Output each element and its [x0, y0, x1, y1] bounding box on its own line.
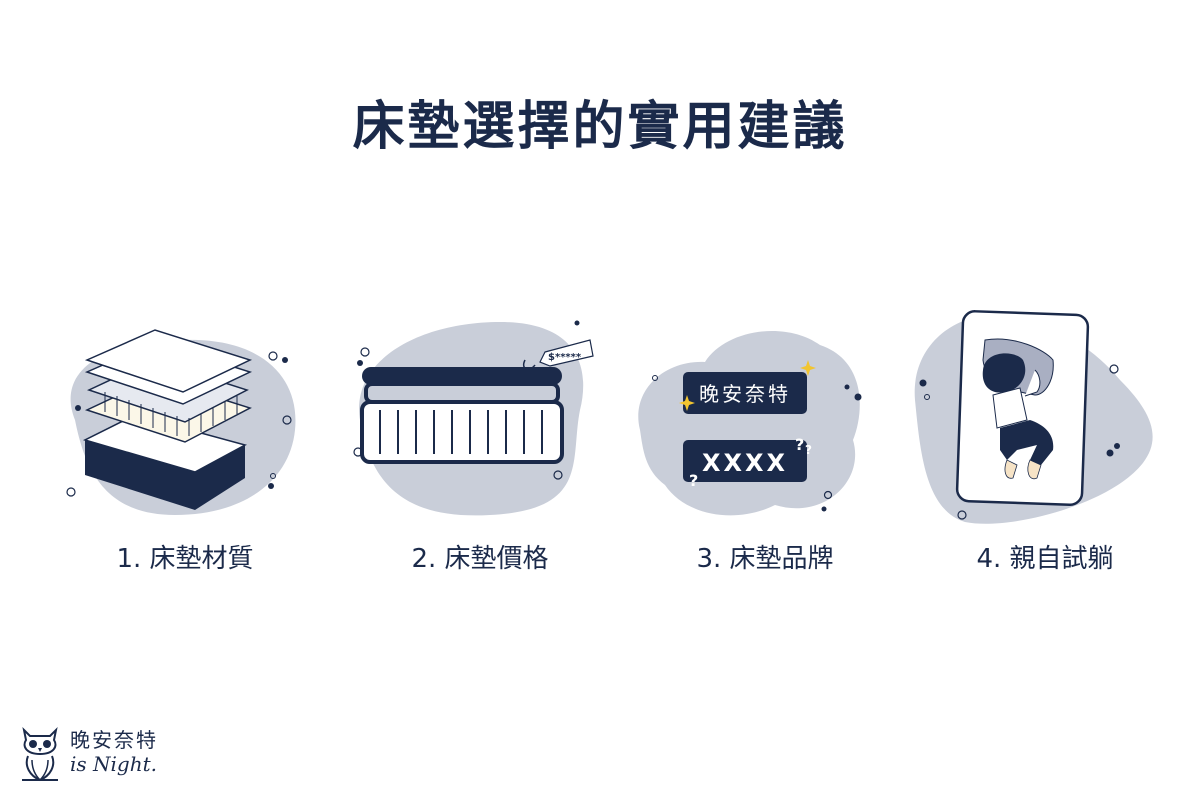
layered-mattress-icon: [66, 329, 296, 515]
svg-text:?: ?: [795, 435, 804, 454]
tip-card-price: $***** 2. 床墊價格: [340, 300, 620, 600]
tip-label-brand: 3. 床墊品牌: [696, 544, 834, 574]
tip-card-trial: 4. 親自試躺: [905, 300, 1185, 600]
brand-badges-icon: 晚安奈特 XXXX ? ? ?: [638, 330, 862, 516]
brand-known-text: 晚安奈特: [699, 382, 791, 406]
tip-label-price: 2. 床墊價格: [411, 544, 549, 574]
price-tag-text: $*****: [548, 352, 582, 363]
logo-text-en: is Night.: [70, 752, 157, 776]
person-lying-on-mattress-icon: [914, 310, 1153, 524]
brand-unknown-text: XXXX: [702, 449, 788, 477]
owl-icon: [22, 726, 58, 782]
tip-label-trial: 4. 親自試躺: [976, 544, 1114, 574]
brand-logo: 晚安奈特 is Night.: [18, 722, 178, 786]
tip-card-material: 1. 床墊材質: [45, 300, 325, 600]
mattress-price-tag-icon: $*****: [353, 320, 594, 516]
tip-label-material: 1. 床墊材質: [116, 544, 254, 574]
svg-text:?: ?: [689, 471, 698, 490]
svg-text:?: ?: [805, 443, 812, 457]
page-title: 床墊選擇的實用建議: [352, 97, 848, 157]
logo-text-zh: 晚安奈特: [70, 728, 158, 752]
tip-card-brand: 晚安奈特 XXXX ? ? ? 3. 床墊品牌: [625, 300, 905, 600]
